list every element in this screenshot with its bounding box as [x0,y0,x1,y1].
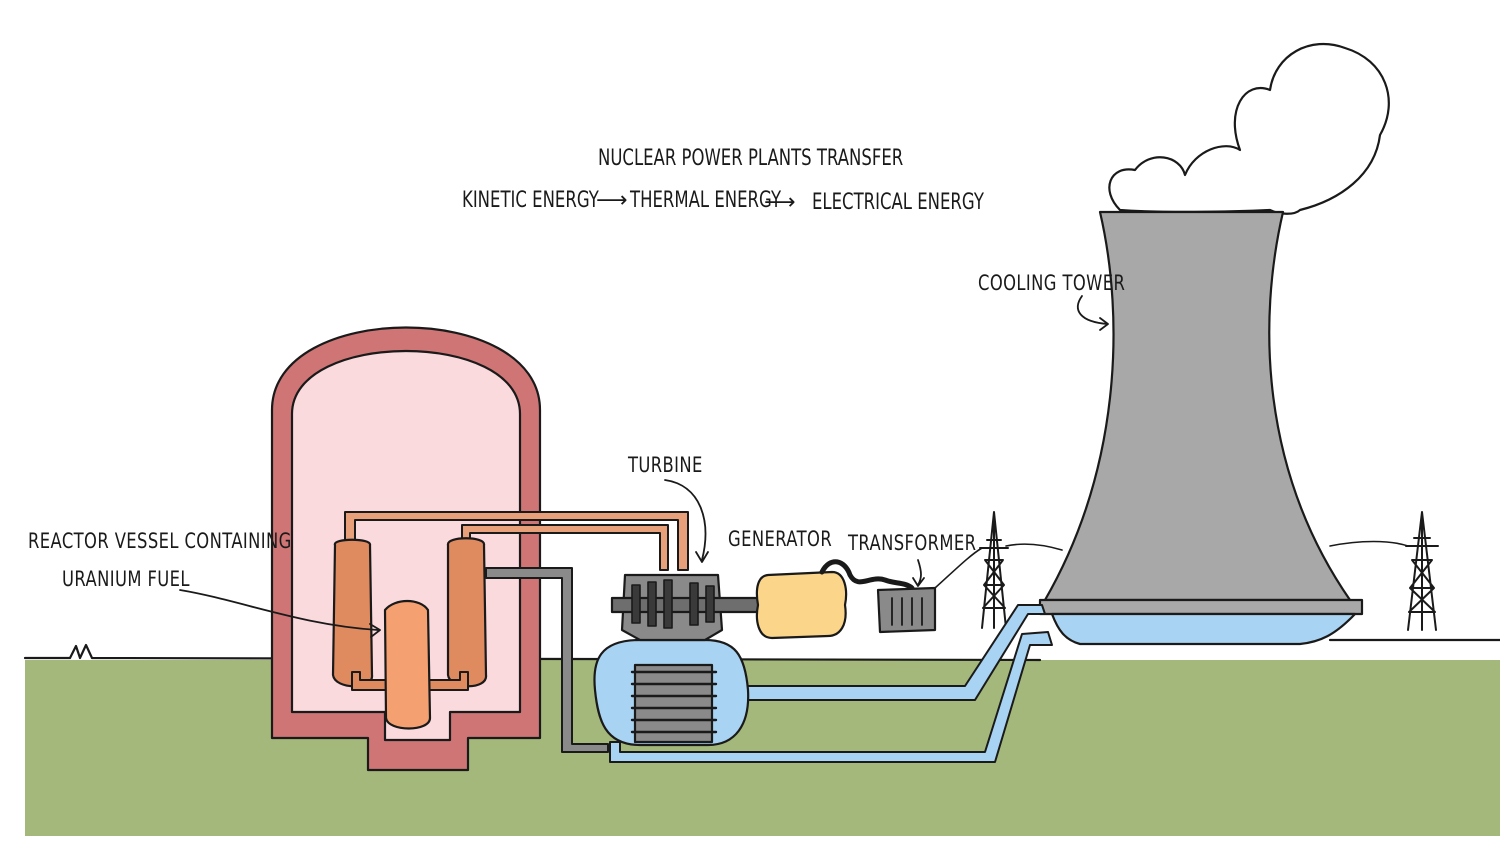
label-generator: GENERATOR [728,527,833,551]
label-turbine: TURBINE [628,453,703,477]
title-line-1: NUCLEAR POWER PLANTS TRANSFER [598,146,1005,171]
cooling-pond [1050,612,1357,646]
smoke-cloud [1108,42,1390,215]
turbine-pointer [664,479,709,563]
reactor-pointer [179,589,381,638]
generator-cable [819,559,915,591]
title-text: NUCLEAR POWER PLANTS TRANSFER [598,146,904,171]
turbine-blades [631,579,715,629]
pylon-right [1405,511,1439,631]
energy-thermal-wrap: THERMAL ENERGY [630,188,831,213]
label-cooling-tower: COOLING TOWER [978,271,1126,295]
energy-electrical: ELECTRICAL ENERGY [812,190,984,215]
cooling-tower-pointer [1077,295,1109,331]
transformer [876,586,937,634]
generator [755,570,848,640]
transformer-pointer [912,559,925,587]
label-transformer: TRANSFORMER [848,531,977,555]
pylon-left [979,511,1009,629]
label-reactor-line-1: REACTOR VESSEL CONTAINING [28,529,292,553]
coolant-pipe [485,567,609,753]
fuel-rod-right [446,537,488,688]
water-loop [609,631,1053,763]
steam-pipe [344,511,689,571]
arrow-2: ⟶ [764,190,796,215]
arrow-1: ⟶ [596,188,628,213]
label-reactor-line-2: URANIUM FUEL [62,567,190,591]
reactor-core [383,599,432,730]
condenser-coils [633,663,714,744]
energy-electrical-wrap: ELECTRICAL ENERGY [812,190,1041,215]
energy-thermal: THERMAL ENERGY [630,188,782,213]
energy-kinetic: KINETIC ENERGY [462,188,599,213]
fuel-rod-left [331,538,374,688]
cooling-tower-base [1038,598,1364,616]
ground-surface-line [23,638,1500,662]
water-return [739,604,1046,701]
power-lines [934,540,1409,589]
energy-chain: KINETIC ENERGY [462,188,645,213]
